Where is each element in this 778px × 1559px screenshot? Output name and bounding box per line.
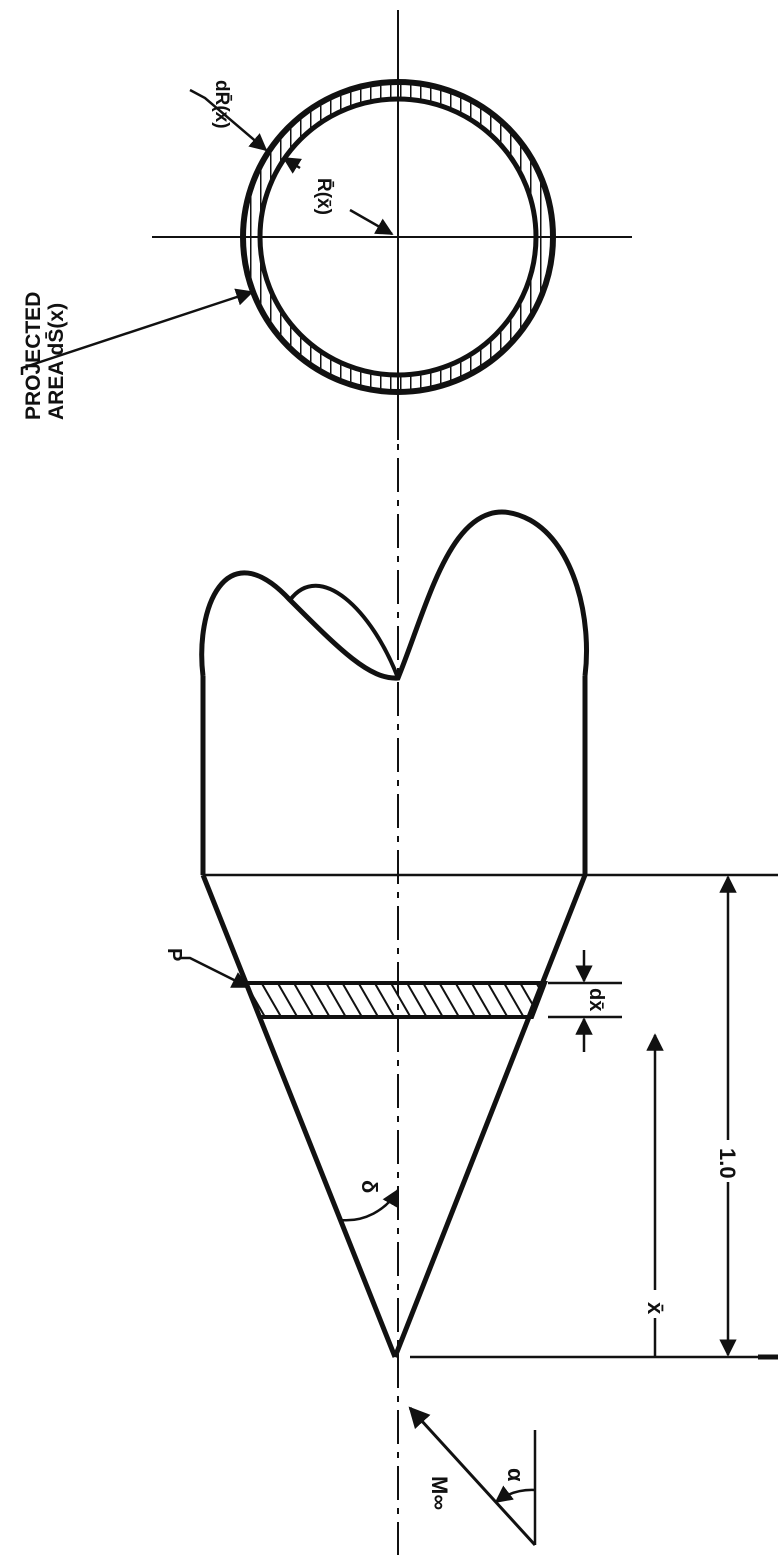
delta-arc [339, 1188, 400, 1222]
projected-area-leader [20, 288, 254, 375]
P-label: P [163, 948, 185, 961]
x-label: x̄ [643, 1302, 668, 1315]
cross-section [152, 38, 632, 440]
cone [200, 873, 778, 1358]
R-leader-2 [349, 208, 394, 236]
alpha-label: α [503, 1468, 528, 1482]
length-label: 1.0 [715, 1148, 740, 1179]
R-leader [282, 156, 302, 174]
mach-label: M∞ [427, 1476, 452, 1510]
cylinder [199, 509, 590, 875]
cylinder-break-curve [199, 509, 590, 681]
projected-area-label-line1: PROJECTED [22, 292, 45, 420]
delta-label: δ [357, 1180, 382, 1193]
dx-dimension [548, 950, 622, 1052]
dR-label: dR̄(x) [211, 80, 232, 129]
hatched-strip [243, 981, 548, 1019]
dx-label: dx̄ [585, 988, 607, 1011]
R-label: R̄(x̄) [313, 178, 334, 215]
P-leader [180, 956, 250, 989]
flow-vector [408, 1406, 537, 1547]
projected-area-label-line2: AREA dS̄(x) [45, 303, 68, 420]
dR-leader [189, 88, 268, 152]
